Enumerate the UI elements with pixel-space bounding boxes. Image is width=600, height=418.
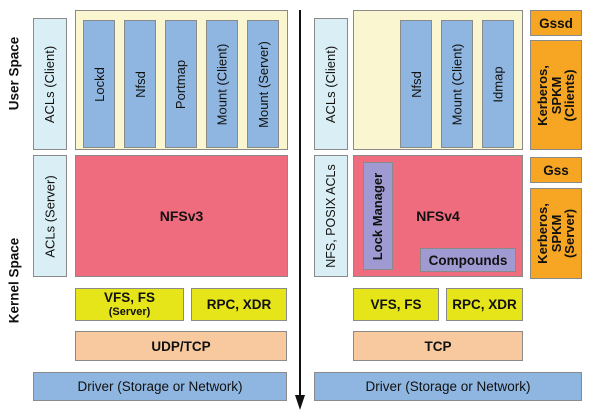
right-daemon-idmap: Idmap <box>482 20 514 148</box>
left-daemon-lockd: Lockd <box>83 20 115 148</box>
left-daemon-mount-server: Mount (Server) <box>247 20 279 148</box>
center-divider-arrow <box>295 10 305 410</box>
right-daemon-nfsd: Nfsd <box>400 20 432 148</box>
left-driver: Driver (Storage or Network) <box>33 372 287 401</box>
right-daemon-mount-client: Mount (Client) <box>441 20 473 148</box>
right-tcp: TCP <box>353 331 523 361</box>
right-gssd: Gssd <box>530 10 582 36</box>
right-driver: Driver (Storage or Network) <box>314 372 582 401</box>
right-lock-manager: Lock Manager <box>363 162 393 270</box>
left-nfsv3-core: NFSv3 <box>75 155 288 277</box>
left-daemon-mount-client: Mount (Client) <box>206 20 238 148</box>
right-compounds: Compounds <box>420 248 516 272</box>
right-vfs-fs: VFS, FS <box>353 288 439 321</box>
left-vfs-fs: VFS, FS (Server) <box>75 288 184 321</box>
left-daemon-portmap: Portmap <box>165 20 197 148</box>
right-gss: Gss <box>530 157 582 183</box>
right-kerberos-server: Kerberos, SPKM (Server) <box>530 188 582 279</box>
left-rpc-xdr: RPC, XDR <box>191 288 287 321</box>
left-acls-server: ACLs (Server) <box>33 155 67 277</box>
right-acls-client: ACLs (Client) <box>314 18 348 150</box>
right-rpc-xdr: RPC, XDR <box>446 288 523 321</box>
left-udp-tcp: UDP/TCP <box>75 331 287 361</box>
left-daemon-nfsd: Nfsd <box>124 20 156 148</box>
right-nfs-posix-acls: NFS, POSIX ACLs <box>314 155 348 277</box>
left-acls-client: ACLs (Client) <box>33 18 67 150</box>
right-kerberos-clients: Kerberos, SPKM (Clients) <box>530 40 582 150</box>
